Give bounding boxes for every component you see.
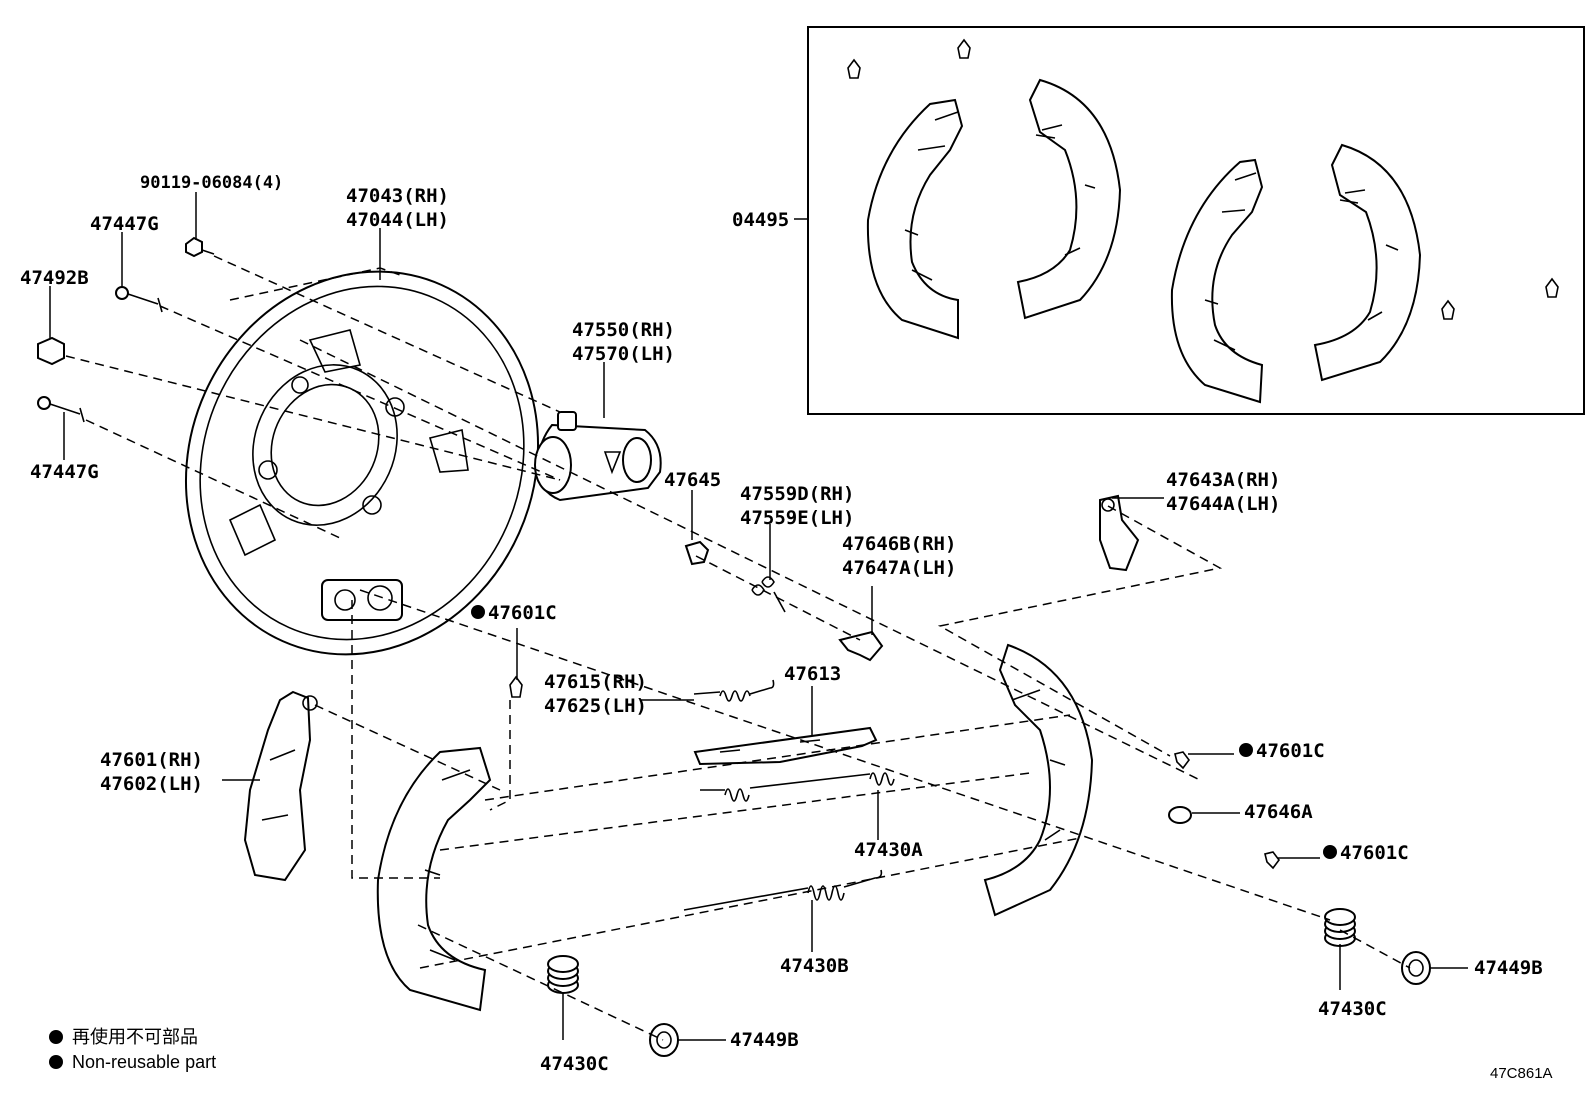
leader-lines [49,192,1468,1041]
shoe-kit-box [807,26,1585,415]
strut-47613 [693,726,878,766]
part-labels: 90119-06084(4) 47043(RH) 47044(LH) 47447… [20,173,1543,1075]
label-backing-plate-lh: 47044(LH) [346,209,449,231]
assembly-lines [65,255,1411,1041]
non-reusable-dot-c [1323,845,1337,859]
label-lever-47643-rh: 47643A(RH) [1166,469,1280,491]
shoe-plate-47601 [243,690,318,882]
legend-line-1: 再使用不可部品 [72,1027,198,1047]
label-cup-47449b-right: 47449B [1474,957,1543,979]
legend-dot-2 [49,1055,63,1069]
label-cup-47449b-left: 47449B [730,1029,799,1051]
legend-line-2: Non-reusable part [72,1052,216,1072]
label-spring-47625-lh: 47625(LH) [544,695,647,717]
label-shoe-47602-lh: 47602(LH) [100,773,203,795]
label-pin-47447g-top: 47447G [90,213,159,235]
label-spring-47559-lh: 47559E(LH) [740,507,854,529]
label-bleeder-47645: 47645 [664,469,721,491]
label-bolt-90119: 90119-06084(4) [140,173,283,193]
diagram-code: 47C861A [1490,1065,1553,1082]
label-spring-47430c-right: 47430C [1318,998,1387,1020]
label-strut-47613: 47613 [784,663,841,685]
non-reusable-dot-b [1239,743,1253,757]
label-washer-47646a: 47646A [1244,801,1313,823]
legend-dot-1 [49,1030,63,1044]
legend: 再使用不可部品 Non-reusable part [49,1027,216,1072]
label-clip-47601c-c: 47601C [1340,842,1409,864]
label-spring-47430b: 47430B [780,955,849,977]
small-hardware [37,236,1431,1057]
kit-label: 04495 [732,209,789,231]
label-spring-47615-rh: 47615(RH) [544,671,647,693]
label-plug-47492b: 47492B [20,267,89,289]
label-backing-plate-rh: 47043(RH) [346,185,449,207]
brake-shoe-left [376,746,492,1012]
label-lever-47646-rh: 47646B(RH) [842,533,956,555]
label-spring-47430a: 47430A [854,839,923,861]
label-lever-47644-lh: 47644A(LH) [1166,493,1280,515]
label-pin-47447g-bottom: 47447G [30,461,99,483]
backing-plate [184,270,540,656]
wheel-cylinder [534,411,662,502]
label-wheel-cyl-lh: 47570(LH) [572,343,675,365]
label-lever-47647-lh: 47647A(LH) [842,557,956,579]
non-reusable-dot-a [471,605,485,619]
label-wheel-cyl-rh: 47550(RH) [572,319,675,341]
brake-shoe-right [983,643,1094,917]
springs [547,576,1356,994]
label-clip-47601c-b: 47601C [1256,740,1325,762]
label-spring-47559-rh: 47559D(RH) [740,483,854,505]
label-clip-47601c-a: 47601C [488,602,557,624]
label-spring-47430c-left: 47430C [540,1053,609,1075]
label-shoe-47601-rh: 47601(RH) [100,749,203,771]
shoe-kit-shoes [847,38,1559,404]
